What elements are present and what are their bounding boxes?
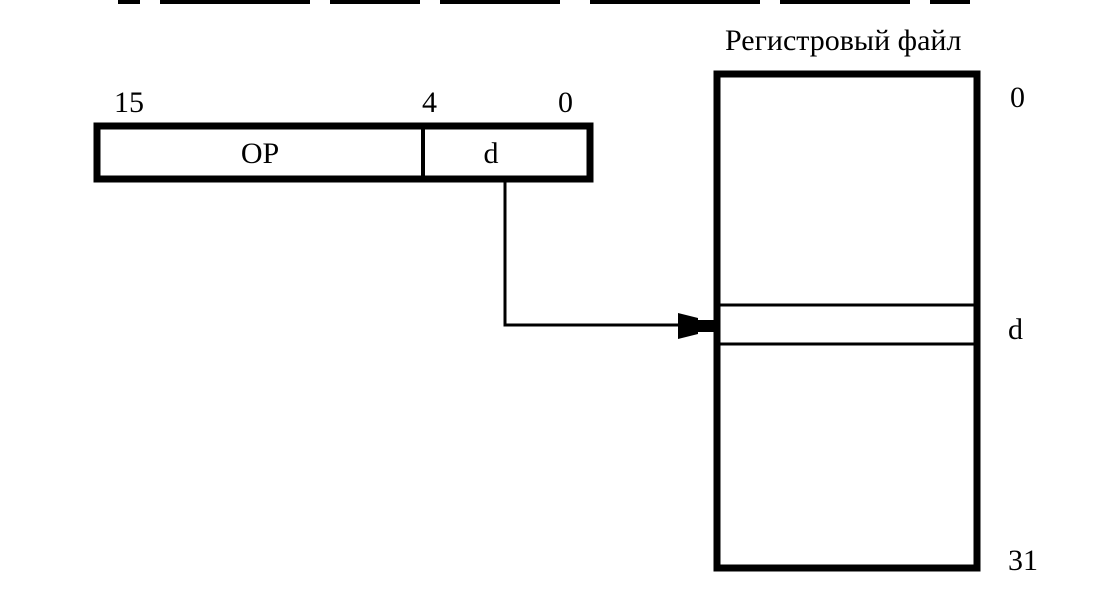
register-file-title: Регистровый файл <box>725 24 961 57</box>
bit-label-4: 4 <box>422 86 437 119</box>
bit-label-0: 0 <box>558 86 573 119</box>
register-file: Регистровый файл 0 d 31 <box>713 24 1038 577</box>
operand-field-label: d <box>484 137 499 170</box>
register-index-first: 0 <box>1010 81 1025 114</box>
address-connector <box>503 179 714 339</box>
connector-line <box>503 179 680 327</box>
opcode-field-label: OP <box>241 137 279 170</box>
arrow-tip <box>696 320 714 332</box>
bit-label-15: 15 <box>114 86 144 119</box>
cropped-heading-fragment <box>118 0 970 4</box>
register-index-selected: d <box>1008 313 1023 346</box>
instruction-box <box>93 122 594 183</box>
arrow-head-icon <box>678 313 698 339</box>
register-index-last: 31 <box>1008 544 1038 577</box>
instruction-word: 15 4 0 OP d <box>93 86 594 183</box>
register-file-box <box>713 70 981 572</box>
